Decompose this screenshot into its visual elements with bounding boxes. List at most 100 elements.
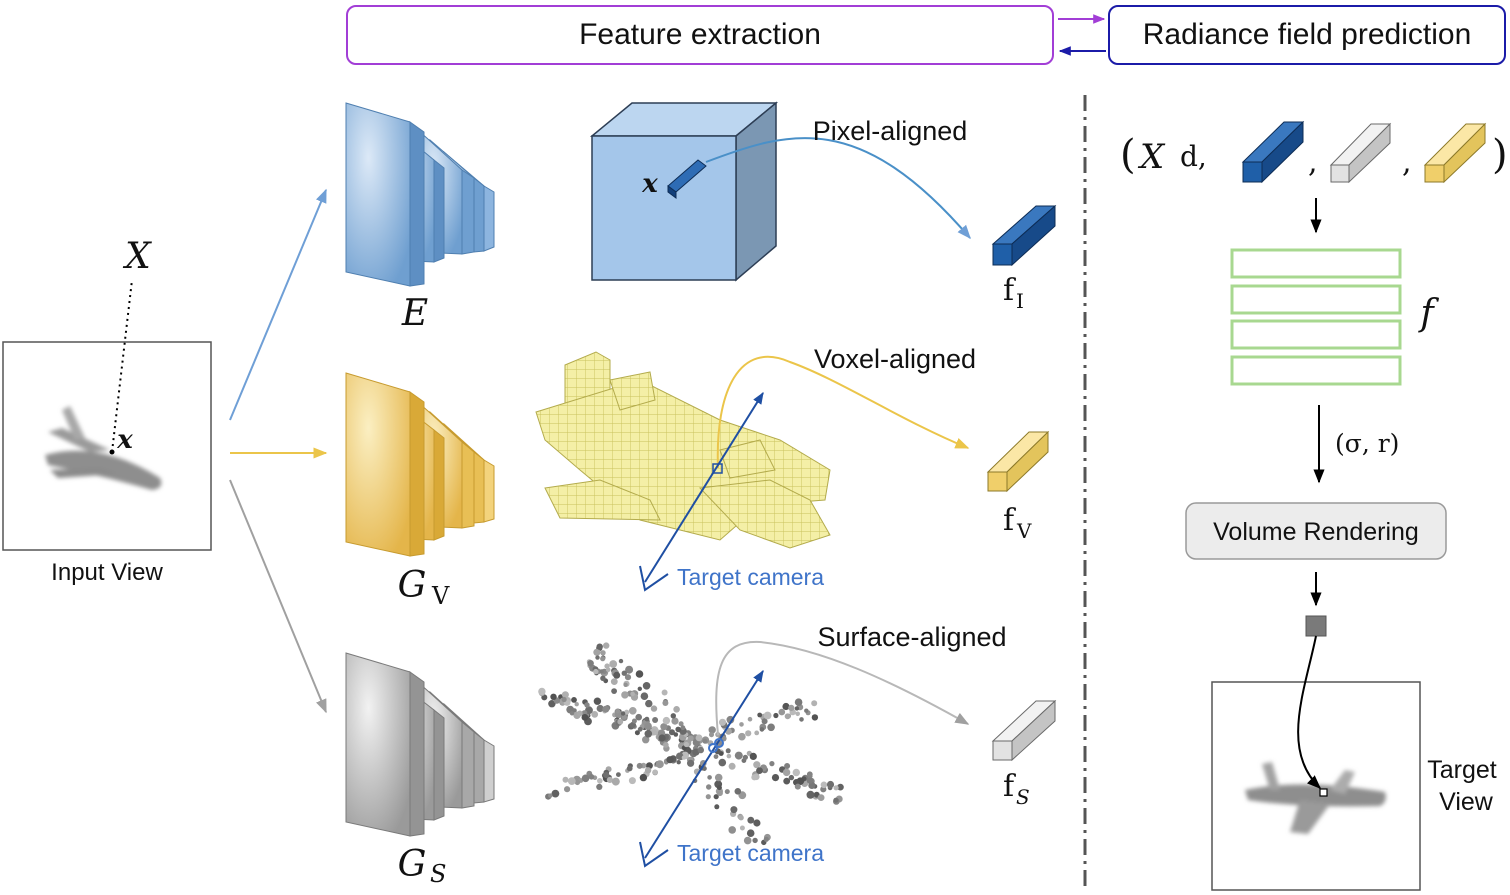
voxel-target-camera-label: Target camera — [677, 564, 824, 590]
point-cloud-dot — [631, 718, 637, 724]
point-cloud-dot — [784, 763, 791, 769]
point-cloud-dot — [806, 777, 814, 784]
encoder-E-label: E — [401, 293, 428, 334]
point-cloud-dot — [670, 713, 676, 719]
feature-fI-label-sub: I — [1016, 289, 1024, 313]
point-cloud-dot — [837, 783, 844, 791]
point-cloud-dot — [574, 779, 581, 786]
point-cloud-dot — [676, 752, 684, 760]
feature-extraction-title: Feature extraction — [579, 18, 821, 51]
point-cloud-dot — [605, 667, 611, 673]
point-cloud-dot — [680, 725, 686, 731]
point-cloud-dot — [597, 778, 603, 784]
point-cloud-dot — [588, 774, 595, 780]
voxel-airplane — [535, 351, 831, 549]
point-cloud-dot — [628, 777, 636, 785]
input-view-frame — [2, 341, 212, 551]
point-cloud-dot — [706, 784, 712, 790]
point-cloud-dot — [742, 754, 749, 760]
point-cloud-dot — [783, 777, 791, 785]
point-cloud-dot — [616, 772, 621, 777]
point-cloud-dot — [635, 670, 644, 678]
point-cloud-dot — [591, 711, 599, 718]
arrow-to-E — [229, 188, 327, 421]
point-cloud-dot — [606, 776, 614, 784]
point-cloud-dot — [681, 755, 687, 760]
point-cloud-dot — [562, 776, 569, 783]
tuple-d: d, — [1180, 140, 1207, 173]
surface-target-camera-label: Target camera — [677, 840, 824, 866]
point-cloud-dot — [763, 836, 769, 842]
point-cloud-dot — [725, 748, 731, 754]
point-cloud-dot — [713, 754, 719, 759]
radiance-field-prediction-box: Radiance field prediction — [1108, 5, 1506, 65]
point-cloud-dot — [538, 687, 546, 696]
surface-target-ray — [644, 669, 764, 859]
surface-aligned-label: Surface-aligned — [817, 622, 1006, 652]
point-cloud-dot — [671, 717, 679, 725]
point-cloud-dot — [769, 761, 775, 767]
point-cloud-dot — [624, 709, 630, 715]
tuple-surface-feature-bar — [1329, 122, 1392, 184]
pixel-to-target-curve — [1297, 635, 1322, 789]
point-cloud-dot — [569, 779, 575, 785]
point-cloud-dot — [747, 816, 755, 824]
pixel-feature-bar-in-cube — [667, 159, 707, 199]
point-cloud-dot — [702, 738, 708, 744]
target-view-label-line2: View — [1439, 788, 1494, 816]
point-cloud-dot — [687, 735, 694, 742]
point-cloud-dot — [661, 689, 668, 696]
point-cloud-dot — [642, 682, 651, 690]
point-cloud-dot — [593, 648, 601, 656]
point-cloud-dot — [623, 682, 628, 687]
point-cloud-dot — [625, 665, 634, 674]
point-cloud-dot — [795, 711, 800, 717]
point-cloud-dot — [739, 722, 744, 727]
point-cloud-dot — [571, 697, 577, 703]
point-cloud-dot — [642, 736, 650, 744]
point-cloud-dot — [660, 723, 668, 731]
point-cloud-dot — [596, 704, 604, 713]
voxel-target-camera-icon — [639, 565, 669, 592]
point-cloud-dot — [794, 698, 803, 706]
point-cloud-dot — [754, 730, 760, 736]
point-cloud-dot — [658, 734, 666, 742]
point-cloud-dot — [792, 768, 800, 777]
point-cloud-dot — [709, 732, 714, 738]
point-cloud-dot — [624, 674, 632, 681]
point-cloud-dot — [587, 660, 594, 667]
target-view-label-line1: Target — [1427, 756, 1497, 784]
encoder-E-block — [345, 102, 495, 287]
point-cloud-dot — [602, 705, 610, 713]
input-view-label: Input View — [51, 559, 163, 586]
point-cloud-dot — [752, 837, 758, 844]
point-cloud-dot — [581, 774, 590, 783]
point-cloud-dot — [782, 702, 790, 711]
feature-fV-label-sub: V — [1016, 519, 1032, 543]
point-cloud-dot — [788, 774, 795, 781]
feature-extraction-box: Feature extraction — [346, 5, 1054, 65]
feature-fV-bar — [986, 430, 1050, 493]
point-cloud-dot — [613, 671, 621, 679]
tuple-open-paren: ( — [1120, 132, 1136, 178]
encoder-GV-block — [345, 372, 495, 557]
input-point — [109, 449, 115, 455]
point-cloud-dot — [794, 706, 800, 711]
tuple-X: X — [1137, 137, 1166, 177]
point-cloud-dot — [596, 783, 603, 791]
point-cloud-dot — [645, 699, 653, 708]
point-cloud-dot — [687, 759, 695, 767]
point-cloud-dot — [635, 713, 642, 721]
point-cloud-dot — [763, 711, 772, 720]
point-cloud-dot — [739, 825, 745, 831]
point-cloud-dot — [695, 734, 703, 742]
tuple-close-paren: ) — [1492, 132, 1508, 178]
cube-point-label: x — [641, 169, 658, 199]
point-cloud-dot — [611, 688, 617, 694]
volume-rendering-label: Volume Rendering — [1213, 518, 1419, 546]
point-cloud-dot — [636, 762, 643, 769]
point-cloud-dot — [574, 702, 579, 707]
point-cloud-dot — [707, 775, 712, 780]
point-cloud-dot — [745, 730, 752, 737]
